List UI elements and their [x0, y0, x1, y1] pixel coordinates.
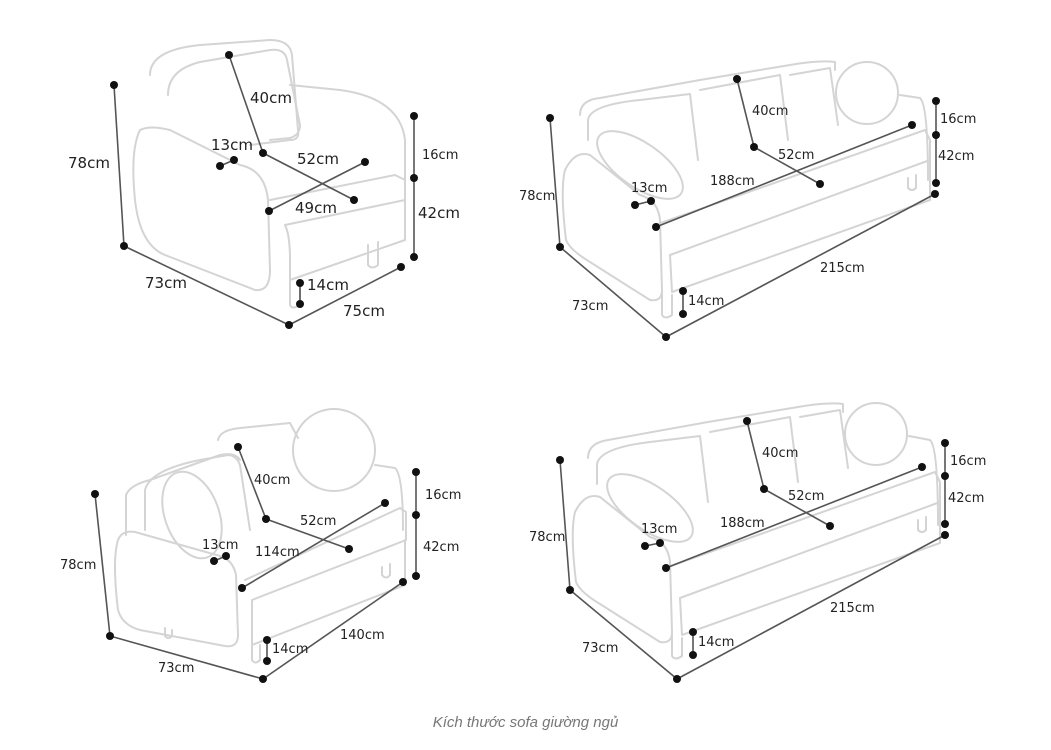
label-back: 40cm [752, 104, 788, 119]
three-seat-bottom-outline [571, 402, 941, 660]
label-depth: 73cm [582, 641, 618, 656]
armchair-dimensions [110, 51, 418, 329]
label-leg: 14cm [688, 294, 724, 309]
two-seat-outline [114, 408, 407, 664]
label-width: 215cm [830, 601, 875, 616]
label-back: 40cm [250, 89, 292, 107]
label-seat-width: 52cm [297, 150, 339, 168]
label-height: 78cm [529, 530, 565, 545]
two-seat-dimensions [91, 443, 420, 683]
label-seat-width: 188cm [720, 516, 765, 531]
three-seat-bottom-dimensions [556, 417, 949, 683]
label-seat-depth: 52cm [778, 148, 814, 163]
label-leg: 14cm [307, 276, 349, 294]
label-width: 75cm [343, 302, 385, 320]
label-seat-height: 42cm [423, 540, 459, 555]
label-width: 215cm [820, 261, 865, 276]
label-leg: 14cm [272, 642, 308, 657]
armchair-diagram: 78cm 40cm 13cm 52cm 49cm 16cm 42cm 14cm … [68, 39, 460, 329]
label-leg: 14cm [698, 635, 734, 650]
label-height: 78cm [68, 154, 110, 172]
label-height: 78cm [519, 189, 555, 204]
image-caption: Kích thước sofa giường ngủ [432, 714, 619, 731]
label-arm: 13cm [641, 522, 677, 537]
label-back: 40cm [254, 473, 290, 488]
label-depth: 73cm [158, 661, 194, 676]
label-seat-height: 42cm [938, 149, 974, 164]
three-seat-top-diagram: 78cm 40cm 13cm 52cm 188cm 16cm 42cm 14cm… [519, 60, 976, 341]
label-arm: 13cm [631, 181, 667, 196]
label-arm: 13cm [202, 538, 238, 553]
label-height: 78cm [60, 558, 96, 573]
label-depth: 73cm [572, 299, 608, 314]
label-arm: 13cm [211, 136, 253, 154]
label-back-height: 16cm [940, 112, 976, 127]
label-width: 140cm [340, 628, 385, 643]
label-depth: 73cm [145, 274, 187, 292]
label-seat-width: 114cm [255, 545, 300, 560]
label-back-height: 16cm [425, 488, 461, 503]
label-seat-height: 42cm [948, 491, 984, 506]
label-seat-depth: 49cm [295, 199, 337, 217]
label-seat-height: 42cm [418, 204, 460, 222]
three-seat-top-dimensions [546, 75, 940, 341]
label-seat-width: 188cm [710, 174, 755, 189]
two-seat-diagram: 78cm 40cm 13cm 52cm 114cm 16cm 42cm 14cm… [60, 408, 461, 683]
label-back: 40cm [762, 446, 798, 461]
armchair-outline [132, 39, 406, 309]
label-seat-depth: 52cm [300, 514, 336, 529]
label-seat-depth: 52cm [788, 489, 824, 504]
three-seat-top-outline [561, 60, 931, 319]
three-seat-bottom-diagram: 78cm 40cm 13cm 52cm 188cm 16cm 42cm 14cm… [529, 402, 986, 683]
label-back-height: 16cm [950, 454, 986, 469]
label-back-height: 16cm [422, 148, 458, 163]
